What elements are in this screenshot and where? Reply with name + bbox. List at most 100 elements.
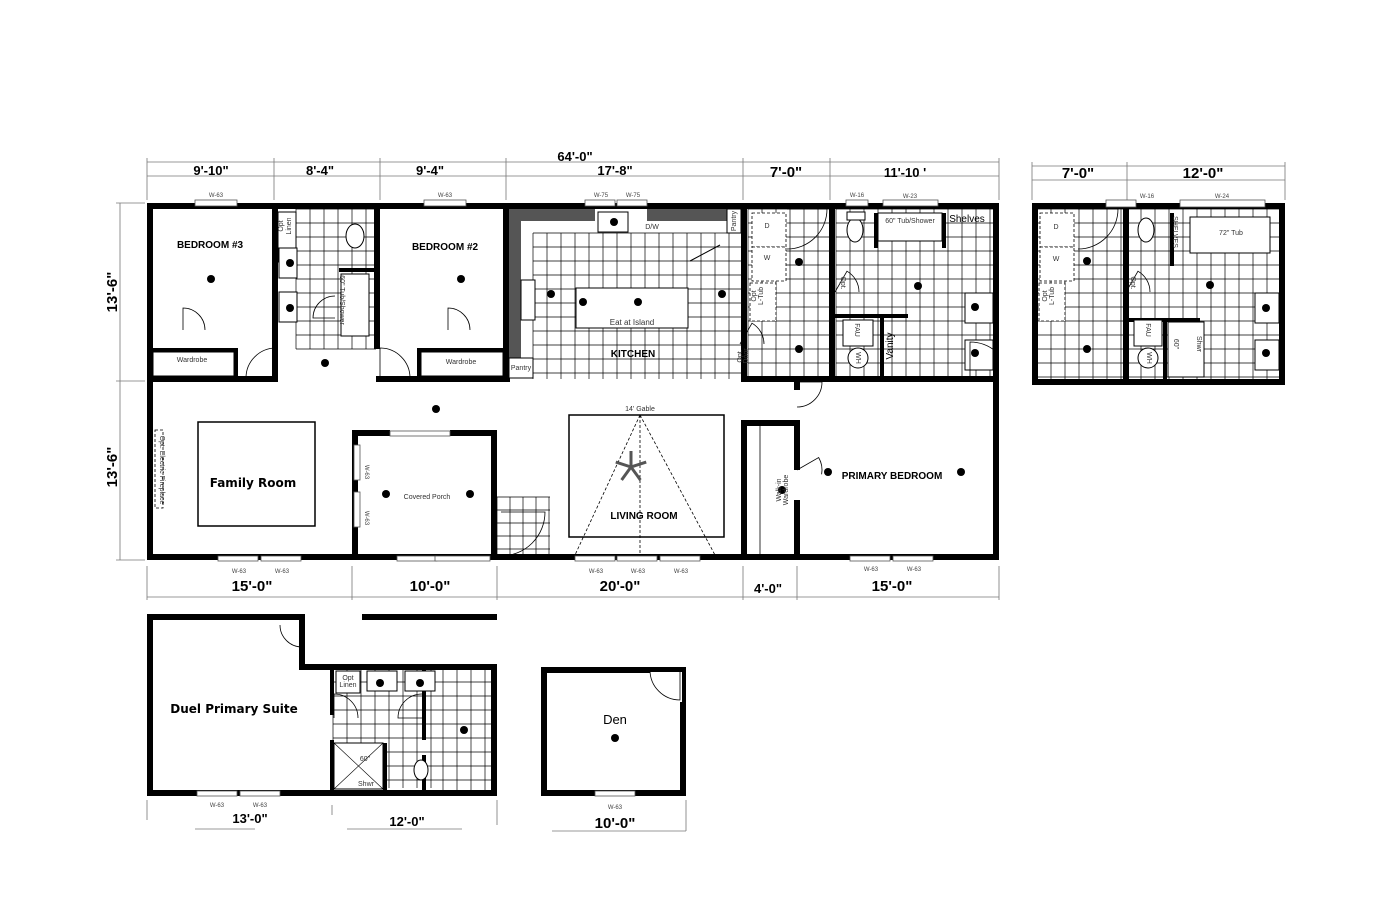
dim-top-3: 9'-4"	[416, 163, 444, 178]
wall	[1123, 209, 1129, 385]
window-label: W-16	[850, 193, 865, 199]
toilet-tank	[846, 211, 866, 221]
dim-overall: 64'-0"	[557, 149, 592, 164]
opt-laundry-tub	[1038, 282, 1066, 322]
wardrobe	[420, 351, 504, 377]
ceiling-light-icon	[1262, 349, 1270, 357]
kitchen-island	[575, 287, 689, 329]
door-swing	[969, 341, 996, 382]
window-label: W-23	[903, 194, 918, 200]
label-pantry-upper: Pantry	[731, 210, 738, 231]
wall	[339, 268, 376, 272]
label-wardrobe-bed3: Wardrobe	[177, 357, 208, 364]
label-alt-fau: FAU	[1144, 323, 1151, 337]
wall	[680, 667, 686, 672]
wall	[741, 420, 797, 426]
label-vanity: Vanity	[885, 332, 896, 359]
window-label: W-63	[864, 567, 879, 573]
wall	[743, 376, 999, 382]
door-swing	[279, 624, 303, 648]
window	[434, 555, 491, 562]
label-alt-shelves: SHELVES	[1171, 216, 1178, 248]
door-swing	[796, 456, 823, 475]
wall	[1279, 203, 1285, 385]
window-label: W-16	[1140, 194, 1155, 200]
label-dw: D/W	[645, 224, 659, 231]
window	[239, 790, 281, 797]
window	[196, 790, 238, 797]
wall	[374, 209, 380, 349]
window	[260, 555, 302, 562]
window	[584, 199, 616, 207]
toilet-icon	[413, 759, 429, 781]
ceiling-light-icon	[957, 468, 965, 476]
door-swing	[245, 347, 277, 379]
label-bedroom-3: BEDROOM #3	[177, 240, 244, 251]
wall	[330, 670, 334, 715]
fau-unit	[842, 319, 874, 347]
window	[849, 555, 891, 562]
fan-blade	[620, 466, 633, 481]
label-suite-linen: Linen	[339, 682, 356, 689]
window-label: W-63	[674, 569, 689, 575]
window-label: W-63	[631, 569, 646, 575]
label-alt-ltub: L-Tub	[1049, 287, 1056, 305]
window	[423, 199, 467, 207]
wall	[541, 667, 547, 796]
wall	[794, 382, 800, 390]
door-swing	[379, 347, 411, 379]
wall	[234, 348, 238, 376]
wall	[147, 614, 153, 796]
label-opt-ltub: Opt	[751, 290, 758, 301]
window-label: W-63	[210, 803, 225, 809]
wall	[491, 430, 497, 560]
wall	[794, 500, 800, 554]
pantry	[508, 357, 534, 379]
label-pantry-lower: Pantry	[511, 365, 532, 372]
ceiling-light-icon	[376, 679, 384, 687]
ceiling-light-icon	[718, 290, 726, 298]
wall	[1170, 213, 1174, 266]
electric-fireplace	[154, 429, 164, 509]
ceiling-light-icon	[457, 275, 465, 283]
label-wardrobe-walkin: Wardrobe	[783, 475, 790, 506]
fan-blade	[615, 460, 632, 469]
label-bedroom-2: BEDROOM #2	[412, 242, 479, 253]
label-alt-60: 60"	[1172, 339, 1179, 350]
label-door: Door	[743, 348, 750, 364]
ceiling-light-icon	[286, 259, 294, 267]
upper-cabinets	[647, 209, 741, 221]
dim-bottom-4: 4'-0"	[754, 581, 782, 596]
window-label: W-63	[253, 803, 268, 809]
label-opt-door: Opt.	[737, 349, 744, 362]
window	[594, 790, 636, 797]
ceiling-light-icon	[778, 486, 786, 494]
door-swing	[834, 270, 860, 293]
label-ltub: L-Tub	[758, 287, 765, 305]
pantry-door	[689, 244, 721, 262]
door-swing	[333, 693, 359, 719]
wall	[503, 209, 509, 382]
dim-alt-2: 12'-0"	[1183, 165, 1224, 182]
label-linen: Linen	[286, 217, 293, 234]
wall	[299, 664, 497, 670]
room-labels: BEDROOM #3 BEDROOM #2 KITCHEN Eat at Isl…	[170, 240, 942, 727]
window	[353, 444, 361, 481]
sink	[964, 292, 994, 324]
dryer	[1039, 212, 1075, 248]
ceiling-light-icon	[914, 282, 922, 290]
toilet-icon	[1137, 217, 1155, 243]
ceiling-light-icon	[547, 290, 555, 298]
window	[882, 199, 939, 207]
label-dryer: D	[764, 223, 769, 230]
dim-depth-1: 13'-6"	[104, 272, 121, 313]
wall	[880, 318, 884, 376]
ceiling-light-icon	[971, 349, 979, 357]
ceiling-light-icon	[207, 275, 215, 283]
window-label: W-63	[907, 567, 922, 573]
shower-stall	[1167, 321, 1205, 378]
wall	[417, 348, 506, 352]
window-label: W-63	[363, 465, 369, 480]
label-primary-bedroom: PRIMARY BEDROOM	[842, 471, 943, 482]
wall	[417, 348, 421, 376]
